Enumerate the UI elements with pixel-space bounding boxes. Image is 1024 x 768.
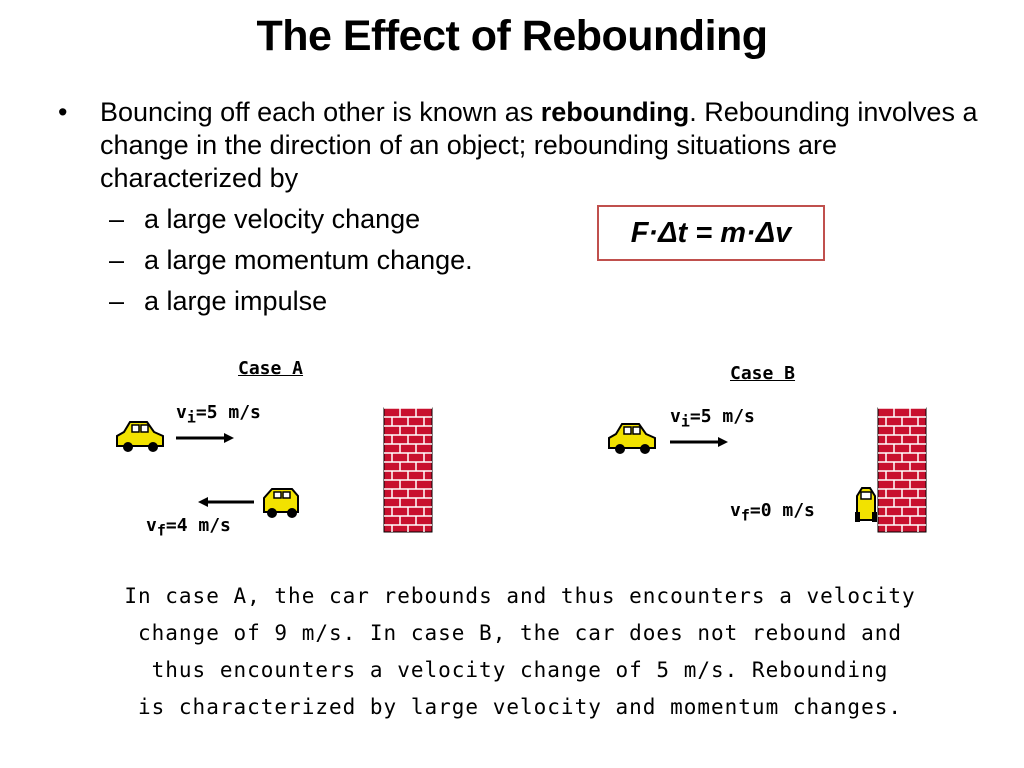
velocity-value: =4 m/s	[165, 515, 231, 536]
sub-bullet-text: a large velocity change	[144, 204, 421, 234]
left-arrow-icon	[198, 497, 254, 507]
case-a-label: Case A	[238, 358, 304, 379]
velocity-subscript: f	[156, 521, 166, 540]
velocity-value: =5 m/s	[689, 406, 755, 427]
velocity-symbol: v	[670, 406, 681, 427]
bullet-marker: •	[58, 97, 68, 127]
velocity-value: =5 m/s	[195, 402, 261, 423]
velocity-value: =0 m/s	[749, 500, 815, 521]
diagram-caption: In case A, the car rebounds and thus enc…	[70, 578, 970, 726]
case-b-initial-velocity: vi=5 m/s	[670, 406, 755, 431]
right-arrow-icon	[176, 433, 234, 443]
slide-title: The Effect of Rebounding	[256, 12, 768, 60]
stopped-car-icon	[855, 487, 877, 522]
case-a-final-velocity: vf=4 m/s	[146, 515, 231, 540]
bullet-text-after: . Rebounding involves a change in the di…	[100, 97, 978, 193]
car-icon	[116, 421, 164, 452]
case-b-label: Case B	[730, 363, 796, 384]
caption-line: In case A, the car rebounds and thus enc…	[124, 584, 916, 608]
right-arrow-icon	[670, 437, 728, 447]
sub-bullet-marker: –	[109, 245, 125, 275]
sub-bullet-item: – a large momentum change.	[109, 244, 978, 285]
velocity-subscript: i	[680, 412, 690, 431]
velocity-subscript: i	[186, 408, 196, 427]
caption-line: is characterized by large velocity and m…	[137, 695, 902, 719]
sub-bullet-list: – a large velocity change – a large mome…	[58, 203, 978, 326]
bullet-list: • Bouncing off each other is known as re…	[58, 96, 978, 326]
velocity-symbol: v	[146, 515, 157, 536]
velocity-subscript: f	[740, 506, 750, 525]
case-b-final-velocity: vf=0 m/s	[730, 500, 815, 525]
main-bullet: • Bouncing off each other is known as re…	[58, 96, 978, 195]
sub-bullet-text: a large momentum change.	[144, 245, 473, 275]
sub-bullet-marker: –	[109, 286, 125, 316]
sub-bullet-text: a large impulse	[144, 286, 328, 316]
caption-line: change of 9 m/s. In case B, the car does…	[137, 621, 902, 645]
caption-line: thus encounters a velocity change of 5 m…	[151, 658, 889, 682]
car-icon	[608, 423, 656, 454]
bullet-text-before: Bouncing off each other is known as	[100, 97, 541, 127]
velocity-symbol: v	[730, 500, 741, 521]
rebounding-car-icon	[263, 488, 299, 518]
impulse-formula-box: F·Δt = m·Δv	[597, 205, 825, 261]
brick-wall-icon	[877, 407, 927, 533]
case-a-initial-velocity: vi=5 m/s	[176, 402, 261, 427]
sub-bullet-item: – a large velocity change	[109, 203, 978, 244]
velocity-symbol: v	[176, 402, 187, 423]
sub-bullet-item: – a large impulse	[109, 285, 978, 326]
bullet-bold-term: rebounding	[540, 97, 690, 127]
sub-bullet-marker: –	[109, 204, 125, 234]
brick-wall-icon	[383, 407, 433, 533]
